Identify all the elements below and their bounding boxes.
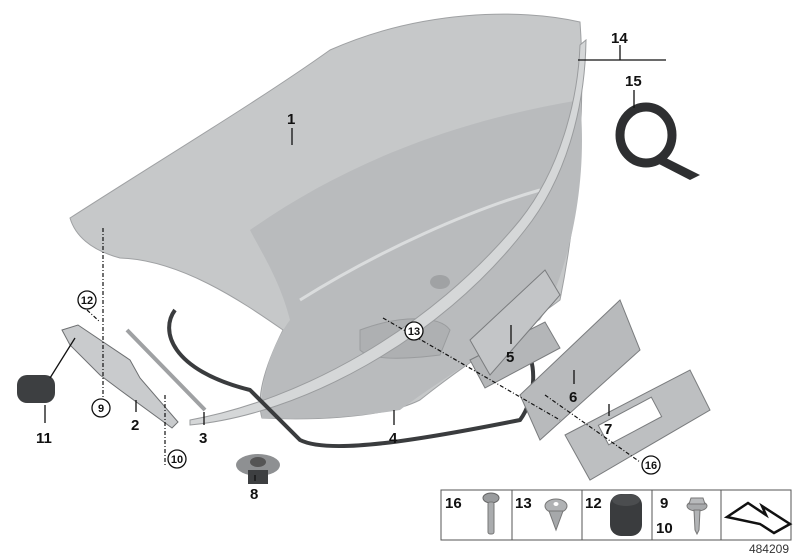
callout-2: 2	[131, 417, 139, 434]
expanding-rivet-icon	[544, 498, 568, 532]
callout-9: 9	[98, 403, 104, 415]
legend-label-10: 10	[656, 520, 673, 537]
callout-7: 7	[604, 421, 612, 438]
legend-label-12: 12	[585, 495, 602, 512]
bracket-5-body[interactable]	[469, 269, 561, 376]
legend-label-16: 16	[445, 495, 462, 512]
callout-6: 6	[569, 389, 577, 406]
bracket-profile-icon	[723, 501, 793, 535]
spoiler[interactable]	[189, 38, 587, 426]
callout-4: 4	[389, 430, 398, 447]
adhesive-tape-roll[interactable]	[615, 102, 700, 180]
rubber-cap-icon	[610, 494, 642, 536]
callout-14: 14	[611, 30, 628, 47]
legend-label-9: 9	[660, 495, 668, 512]
callout-11: 11	[36, 430, 52, 447]
bracket-6[interactable]	[519, 299, 641, 441]
gas-strut[interactable]	[125, 328, 207, 412]
reference-number: 484209	[749, 542, 789, 556]
callout-5: 5	[506, 349, 514, 366]
callout-16: 16	[645, 460, 657, 472]
torx-bolt-icon	[482, 492, 500, 535]
callout-12: 12	[81, 295, 93, 307]
callout-10: 10	[171, 454, 183, 466]
callout-13: 13	[408, 326, 420, 338]
callout-1: 1	[287, 111, 295, 128]
rubber-buffer[interactable]	[17, 375, 55, 403]
hinge[interactable]	[61, 324, 179, 429]
callout-8: 8	[250, 486, 258, 503]
rubber-stop[interactable]	[236, 454, 280, 484]
callout-3: 3	[199, 430, 207, 447]
callout-15: 15	[625, 73, 642, 90]
bracket-7-cutout	[597, 396, 663, 446]
legend-label-13: 13	[515, 495, 532, 512]
hex-screw-icon	[686, 497, 708, 536]
fastener-legend: 16 13 12 9 10	[440, 489, 793, 541]
